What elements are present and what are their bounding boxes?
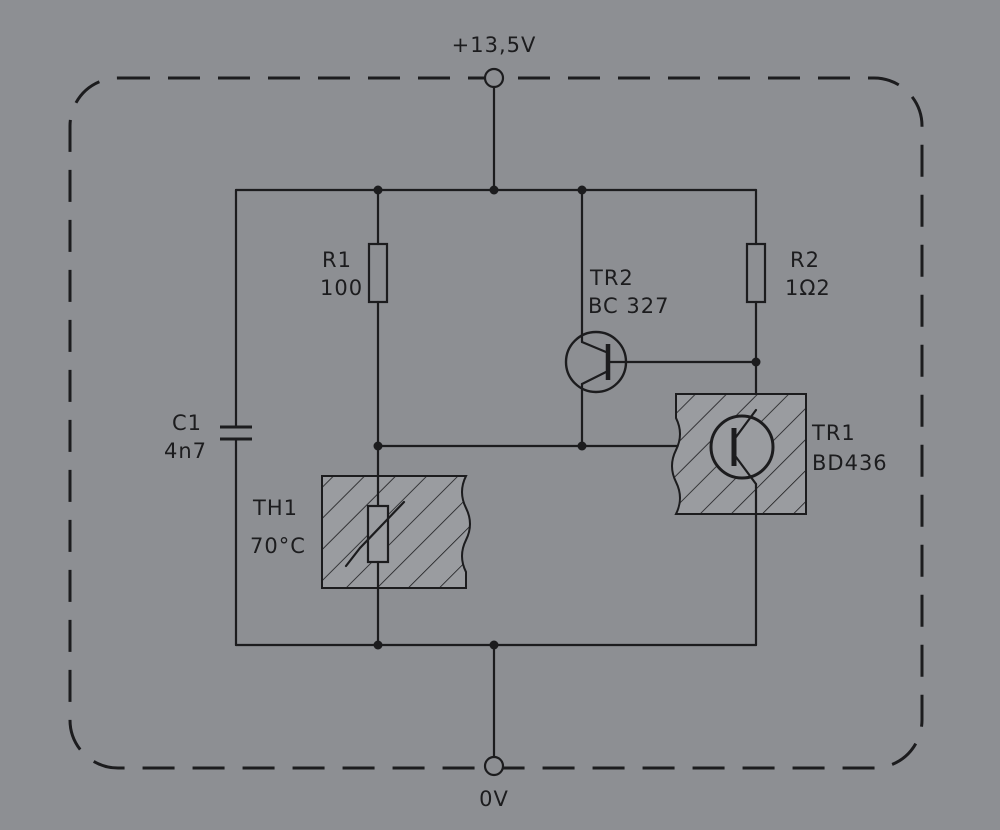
r2-resistor xyxy=(745,188,767,412)
r1-resistor xyxy=(367,188,389,448)
c1-ref: C1 xyxy=(172,411,202,435)
th1-value: 70°C xyxy=(250,534,306,558)
r2-value: 1Ω2 xyxy=(785,276,831,300)
tr1-transistor xyxy=(709,408,775,647)
tr2-value: BC 327 xyxy=(588,294,669,318)
junction-dot xyxy=(373,441,383,451)
ground-terminal xyxy=(483,643,505,777)
junction-dot xyxy=(489,185,499,195)
r1-ref: R1 xyxy=(322,248,352,272)
tr2-ref: TR2 xyxy=(589,266,634,290)
c1-capacitor xyxy=(220,188,252,647)
tr2-transistor xyxy=(564,188,758,448)
r2-ref: R2 xyxy=(790,248,820,272)
junction-dot xyxy=(489,640,499,650)
junction-dot xyxy=(373,185,383,195)
th1-thermistor xyxy=(344,444,406,647)
supply-label: +13,5V xyxy=(452,33,537,57)
junction-dot xyxy=(751,357,761,367)
junction-dot xyxy=(577,441,587,451)
c1-value: 4n7 xyxy=(164,439,207,463)
tr1-ref: TR1 xyxy=(811,421,856,445)
tr1-value: BD436 xyxy=(812,451,888,475)
ground-label: 0V xyxy=(479,787,509,811)
r1-value: 100 xyxy=(320,276,363,300)
supply-terminal xyxy=(483,67,505,192)
th1-heatsink xyxy=(321,475,471,589)
th1-ref: TH1 xyxy=(252,496,298,520)
junction-dot xyxy=(577,185,587,195)
junction-dot xyxy=(373,640,383,650)
